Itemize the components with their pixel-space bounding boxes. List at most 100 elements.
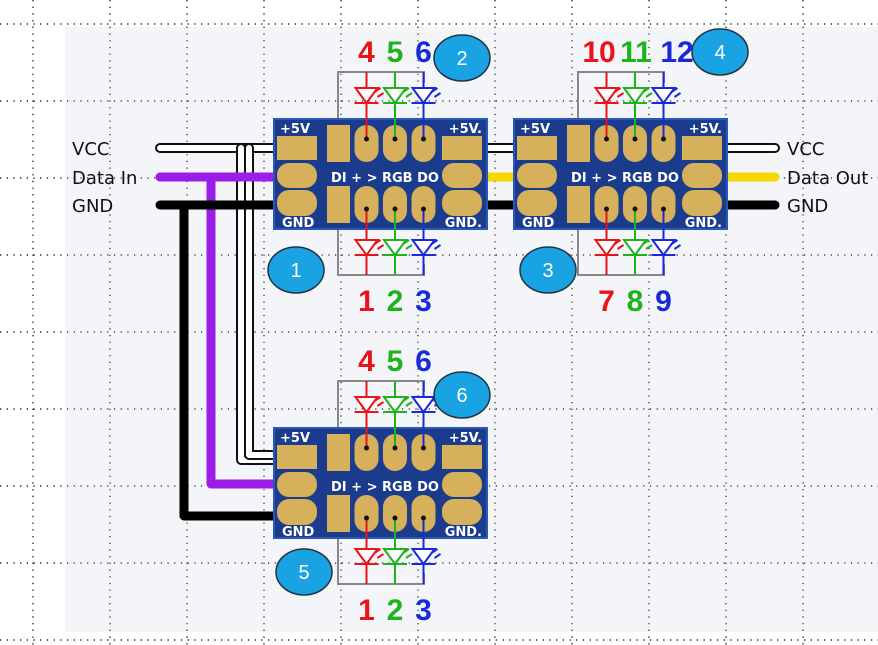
pad-top-oval bbox=[651, 125, 676, 162]
led-triangle bbox=[622, 87, 648, 105]
pad-gnd bbox=[277, 499, 317, 525]
board-label-center: DI + > RGB DO bbox=[331, 480, 439, 495]
led-emission-arrows bbox=[402, 548, 413, 559]
pad-top-oval bbox=[623, 125, 647, 162]
led-triangle bbox=[593, 87, 620, 105]
pad-center-bottom-square bbox=[327, 495, 350, 532]
pad-data bbox=[442, 472, 482, 497]
badge-circle bbox=[691, 28, 749, 76]
led-triangle bbox=[353, 396, 380, 414]
pad-bottom-oval bbox=[383, 186, 407, 223]
pad-bottom-oval bbox=[411, 186, 436, 223]
led-emission-arrows bbox=[373, 396, 385, 407]
via-dot bbox=[364, 515, 369, 521]
pad-center-top-square bbox=[567, 125, 590, 162]
via-dot bbox=[661, 136, 666, 142]
led-emission-arrows bbox=[430, 548, 442, 559]
pad-bottom-oval bbox=[354, 186, 379, 223]
badge-number: 3 bbox=[542, 260, 553, 282]
pad-bottom-oval bbox=[651, 186, 676, 223]
pad-top-oval bbox=[411, 434, 436, 471]
wire-gnd-branch bbox=[179, 200, 305, 521]
led-emission-arrows bbox=[373, 87, 385, 98]
pad-top-oval bbox=[594, 125, 619, 162]
via-dot bbox=[364, 206, 369, 212]
via-dot bbox=[392, 445, 398, 451]
board-label-gnd-right: GND. bbox=[445, 216, 482, 231]
board-label-vcc-left: +5V bbox=[520, 122, 550, 137]
led-emission-arrows bbox=[430, 87, 442, 98]
channel-number-top: 6 bbox=[415, 36, 432, 69]
badge-circle bbox=[433, 371, 491, 419]
led-triangle bbox=[382, 396, 408, 414]
pad-vcc bbox=[277, 136, 317, 160]
led-triangle bbox=[382, 87, 408, 105]
via-dot bbox=[604, 206, 609, 212]
led-emission-arrows bbox=[373, 239, 385, 250]
channel-number-bottom: 2 bbox=[387, 594, 404, 627]
badge-number: 5 bbox=[298, 562, 309, 584]
led-emission-arrows bbox=[430, 239, 442, 250]
pad-bottom-oval bbox=[623, 186, 647, 223]
via-dot bbox=[632, 206, 638, 212]
via-dot bbox=[421, 515, 426, 521]
board-label-center: DI + > RGB DO bbox=[331, 171, 439, 186]
via-dot bbox=[661, 206, 666, 212]
led-emission-arrows bbox=[670, 239, 682, 250]
board-label-center: DI + > RGB DO bbox=[571, 171, 679, 186]
wire-data-in-branch bbox=[206, 172, 305, 489]
led-triangle bbox=[382, 239, 408, 257]
channel-number-top: 4 bbox=[358, 36, 375, 69]
led-triangle bbox=[410, 548, 437, 566]
pad-center-top-square bbox=[327, 125, 350, 162]
badge-1: 1 bbox=[267, 246, 325, 294]
board-label-vcc-right: +5V. bbox=[449, 122, 482, 137]
led-triangle bbox=[410, 396, 437, 414]
led-triangle bbox=[353, 548, 380, 566]
via-dot bbox=[421, 206, 426, 212]
badge-circle bbox=[519, 246, 577, 294]
led-triangle bbox=[410, 239, 437, 257]
pad-gnd bbox=[442, 499, 482, 525]
channel-number-bottom: 3 bbox=[415, 285, 432, 318]
pad-data bbox=[277, 472, 317, 497]
badge-circle bbox=[267, 246, 325, 294]
channel-number-bottom: 9 bbox=[655, 285, 672, 318]
pad-gnd bbox=[517, 190, 557, 216]
channel-number-top: 11 bbox=[620, 36, 652, 69]
badge-3: 3 bbox=[519, 246, 577, 294]
badge-2: 2 bbox=[433, 34, 491, 82]
badge-circle bbox=[433, 34, 491, 82]
via-dot bbox=[604, 136, 609, 142]
label-vcc-in: VCC bbox=[72, 139, 109, 160]
badge-number: 6 bbox=[456, 385, 467, 407]
led-emission-arrows bbox=[373, 548, 385, 559]
led-emission-arrows bbox=[613, 239, 625, 250]
pad-data bbox=[517, 163, 557, 188]
channel-number-top: 5 bbox=[387, 36, 404, 69]
board-label-gnd-left: GND bbox=[282, 525, 315, 540]
led-triangle bbox=[650, 239, 677, 257]
led-emission-arrows bbox=[402, 239, 413, 250]
channel-number-top: 6 bbox=[415, 345, 432, 378]
via-dot bbox=[392, 515, 398, 521]
badge-number: 2 bbox=[456, 48, 467, 70]
pad-vcc bbox=[277, 445, 317, 469]
label-gnd-out: GND bbox=[787, 196, 828, 217]
led-triangle bbox=[622, 239, 648, 257]
pad-center-bottom-square bbox=[327, 186, 350, 223]
channel-number-bottom: 3 bbox=[415, 594, 432, 627]
board-label-vcc-right: +5V. bbox=[449, 431, 482, 446]
badge-6: 6 bbox=[433, 371, 491, 419]
via-dot bbox=[392, 206, 398, 212]
via-dot bbox=[364, 136, 369, 142]
pad-data bbox=[277, 163, 317, 188]
pad-top-oval bbox=[411, 125, 436, 162]
pad-bottom-oval bbox=[383, 495, 407, 532]
led-emission-arrows bbox=[642, 87, 653, 98]
led-triangle bbox=[353, 87, 380, 105]
led-emission-arrows bbox=[613, 87, 625, 98]
pad-top-oval bbox=[354, 125, 379, 162]
